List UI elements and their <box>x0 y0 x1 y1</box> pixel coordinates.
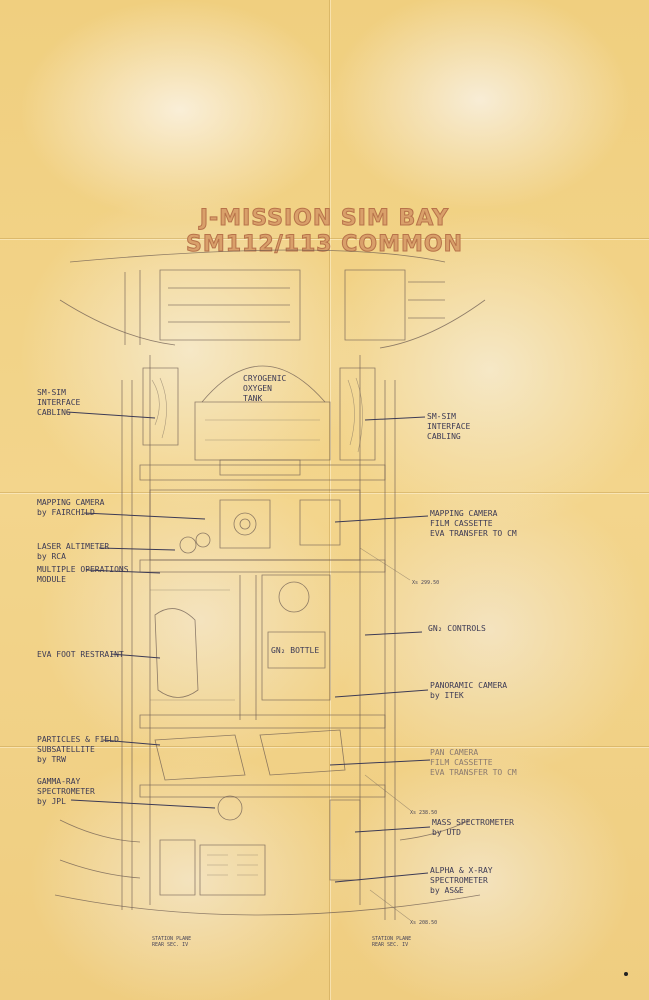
label-station-xs-238: Xs 238.50 <box>410 810 438 816</box>
poster-title-line1: J-MISSION SIM BAY <box>199 206 450 232</box>
label-eva-foot-restraint: EVA FOOT RESTRAINT <box>37 650 124 659</box>
fold-crease-horizontal-2 <box>0 492 649 493</box>
label-gn2-controls: GN₂ CONTROLS <box>428 624 486 633</box>
fold-crease-horizontal-1 <box>0 238 649 239</box>
label-station-xs-208: Xs 208.50 <box>410 920 438 926</box>
label-station-xs-299: Xs 299.50 <box>412 580 440 586</box>
print-speck <box>624 972 628 976</box>
label-gn2-bottle: GN₂ BOTTLE <box>271 646 320 655</box>
poster-title-line2: SM112/113 COMMON <box>185 232 464 258</box>
fold-crease-horizontal-3 <box>0 746 649 747</box>
